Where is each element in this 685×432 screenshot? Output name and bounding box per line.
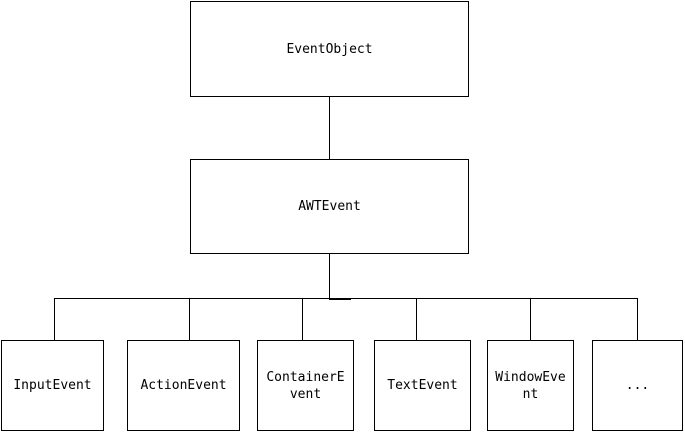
node-actionevent: ActionEvent bbox=[127, 340, 240, 431]
node-more: ... bbox=[592, 340, 683, 431]
node-label: ContainerE vent bbox=[266, 369, 345, 402]
connector-root-to-middle bbox=[329, 96, 330, 160]
connector-middle-to-bus bbox=[329, 253, 330, 299]
node-inputevent: InputEvent bbox=[1, 340, 104, 431]
connector-to-child-2 bbox=[189, 298, 190, 341]
node-eventobject: EventObject bbox=[190, 1, 469, 97]
node-awtevent: AWTEvent bbox=[190, 159, 469, 254]
node-containerevent: ContainerE vent bbox=[257, 340, 354, 431]
node-label: ... bbox=[625, 378, 650, 393]
node-label: InputEvent bbox=[13, 378, 92, 393]
connector-to-child-6 bbox=[637, 298, 638, 341]
connector-to-child-5 bbox=[530, 298, 531, 341]
node-label: TextEvent bbox=[387, 378, 458, 393]
node-label: ActionEvent bbox=[140, 378, 227, 393]
node-label: WindowEve nt bbox=[495, 369, 566, 402]
connector-bus-tick bbox=[329, 298, 351, 300]
node-label: AWTEvent bbox=[298, 199, 361, 214]
node-windowevent: WindowEve nt bbox=[487, 340, 574, 431]
node-textevent: TextEvent bbox=[374, 340, 471, 431]
connector-to-child-3 bbox=[302, 298, 303, 341]
node-label: EventObject bbox=[286, 41, 373, 57]
connector-to-child-4 bbox=[416, 298, 417, 341]
connector-to-child-1 bbox=[54, 298, 55, 341]
